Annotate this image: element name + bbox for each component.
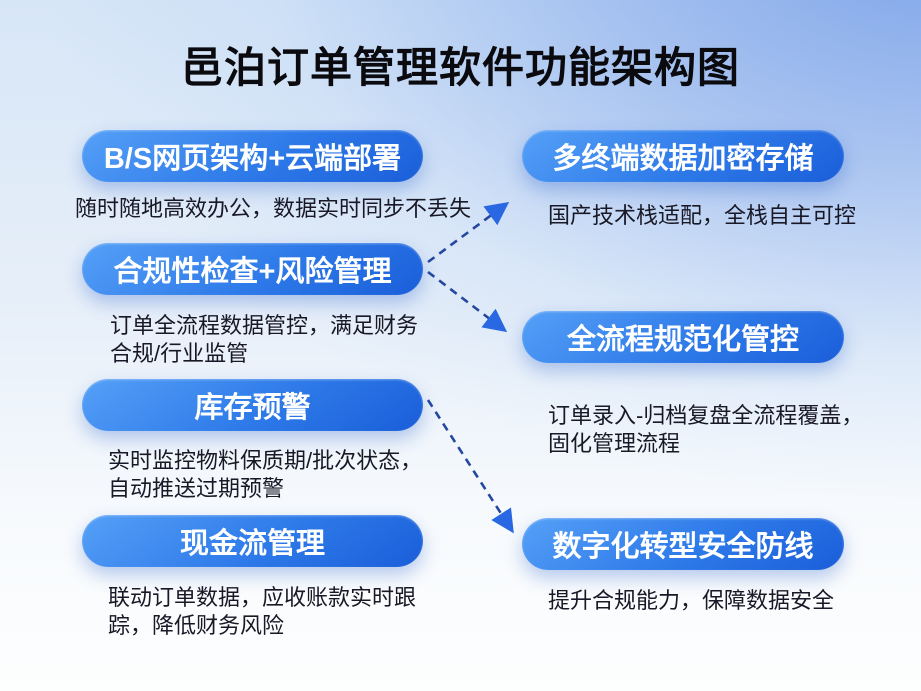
feature-pill-digital-security: 数字化转型安全防线 [522,518,844,570]
feature-pill-label: 合规性检查+风险管理 [113,256,392,288]
feature-desc-encrypted-storage: 国产技术栈适配，全栈自主可控 [548,203,857,228]
feature-pill-inventory-alert: 库存预警 [82,379,423,431]
feature-pill-label: 多终端数据加密存储 [552,143,814,175]
page-title: 邑泊订单管理软件功能架构图 [180,44,740,91]
feature-desc-process-control: 订单录入-归档复盘全流程覆盖， 固化管理流程 [548,403,864,456]
feature-desc-inventory-alert: 实时监控物料保质期/批次状态， 自动推送过期预警 [108,448,423,501]
feature-pill-label: 现金流管理 [179,528,325,560]
feature-desc-compliance-risk: 订单全流程数据管控，满足财务 合规/行业监管 [110,313,419,366]
feature-pill-compliance-risk: 合规性检查+风险管理 [82,243,423,295]
feature-pill-bs-web-cloud: B/S网页架构+云端部署 [82,130,423,182]
connector-3 [426,399,514,534]
feature-pill-encrypted-storage: 多终端数据加密存储 [522,130,844,182]
feature-pill-cashflow: 现金流管理 [82,515,423,567]
feature-pill-label: 库存预警 [194,392,311,424]
connector-2 [427,270,508,333]
feature-desc-digital-security: 提升合规能力，保障数据安全 [548,588,835,613]
feature-desc-bs-web-cloud: 随时随地高效办公，数据实时同步不丢失 [75,196,472,221]
feature-pill-label: 全流程规范化管控 [566,324,799,356]
feature-pill-process-control: 全流程规范化管控 [522,311,844,363]
feature-pill-label: B/S网页架构+云端部署 [103,143,402,175]
feature-pill-label: 数字化转型安全防线 [552,531,814,563]
feature-desc-cashflow: 联动订单数据，应收账款实时跟 踪，降低财务风险 [108,585,417,638]
